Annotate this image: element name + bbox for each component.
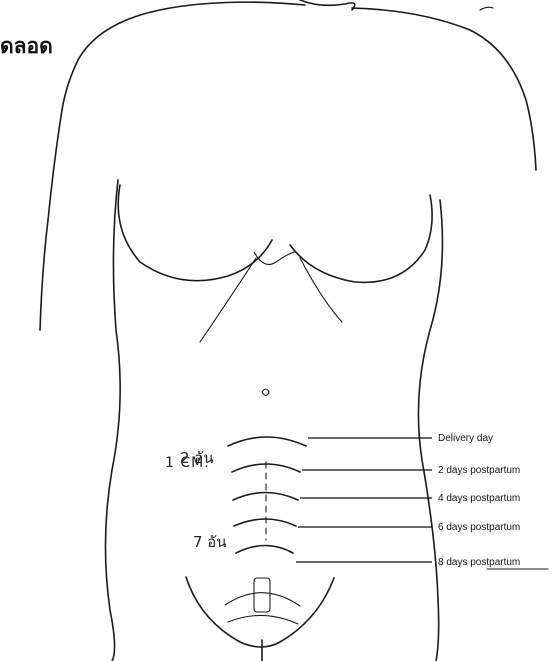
- arc-6-days: [234, 519, 296, 526]
- arc-delivery-day: [228, 437, 306, 446]
- label-4-days-postpartum: 4 days postpartum: [438, 493, 520, 504]
- arc-8-days: [236, 546, 293, 554]
- mons-curve: [225, 593, 300, 606]
- left-shoulder-outline: [62, 2, 305, 110]
- left-side-outline: [105, 180, 120, 661]
- left-rib-line: [200, 258, 256, 342]
- sternum-notch: [254, 252, 294, 264]
- right-shoulder-outline: [352, 8, 536, 170]
- label-8-days-postpartum: 8 days postpartum: [438, 557, 520, 568]
- label-2-days-postpartum: 2 days postpartum: [438, 465, 520, 476]
- groin-curve: [228, 615, 298, 624]
- pubic-symphysis: [254, 578, 270, 612]
- neck-outline: [300, 0, 355, 10]
- left-arm-outline: [40, 110, 62, 330]
- right-rib-line: [300, 258, 342, 322]
- label-6-days-postpartum: 6 days postpartum: [438, 522, 520, 533]
- right-breast-outline: [290, 195, 432, 282]
- left-breast-outline: [118, 185, 272, 281]
- right-shoulder-mark: [480, 7, 493, 10]
- label-delivery-day: Delivery day: [438, 433, 493, 444]
- right-side-outline: [418, 200, 442, 661]
- navel: [262, 389, 269, 396]
